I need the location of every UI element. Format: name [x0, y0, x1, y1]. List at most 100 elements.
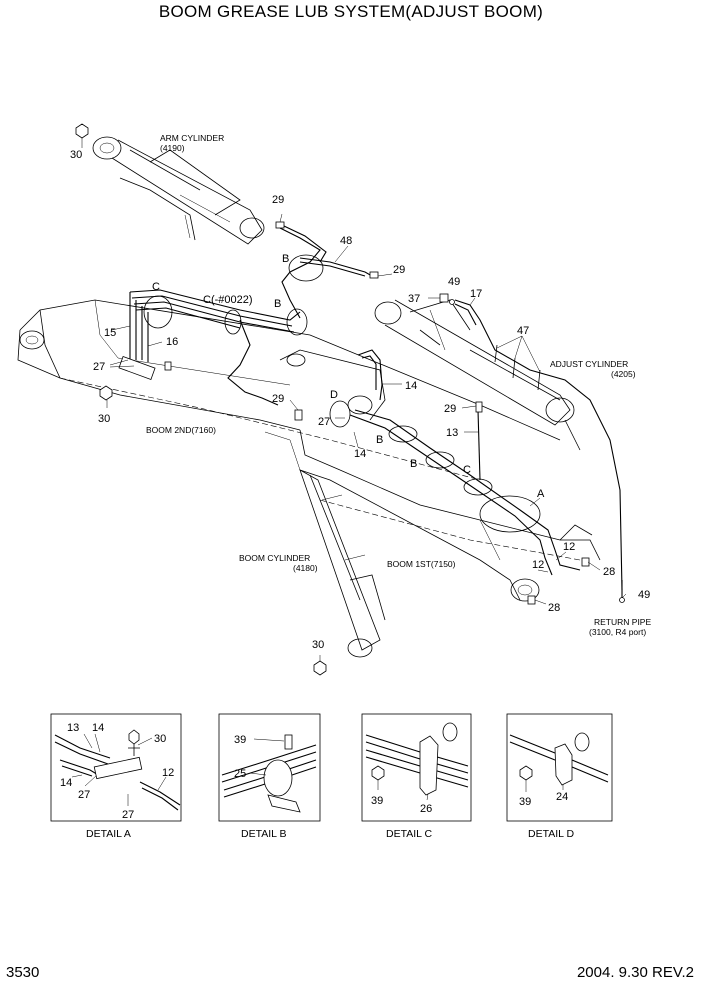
label-47: 47: [517, 325, 529, 337]
detail-d-spacer: [574, 732, 590, 752]
fitting-37: [439, 293, 449, 303]
loop-a: [479, 495, 541, 533]
fitting-49-return: [619, 597, 625, 603]
label-30-bottom: 30: [312, 639, 324, 651]
label-12-lower: 12: [532, 559, 544, 571]
detail-d-24: 24: [556, 791, 568, 803]
detail-d-caption: DETAIL D: [528, 828, 575, 840]
detail-c-bolt: [371, 765, 385, 781]
label-14-center: 14: [354, 448, 366, 460]
boom-cylinder-code: (4180): [293, 563, 318, 573]
detail-c-frame: [361, 713, 472, 822]
page-number: 3530: [6, 964, 40, 981]
serial-note: C(-#0022): [203, 294, 253, 306]
detail-c-bracket: [419, 735, 439, 796]
fitting-49-top: [449, 299, 455, 305]
detail-a-12: 12: [162, 767, 174, 779]
label-27-left: 27: [93, 361, 105, 373]
label-29-boom: 29: [272, 393, 284, 405]
label-30-arm: 30: [70, 149, 82, 161]
label-28-right: 28: [603, 566, 615, 578]
boom-1st-label: BOOM 1ST(7150): [387, 559, 456, 569]
detail-a: 13 14 30 12 14 27 27 DETAIL A: [50, 713, 182, 840]
detail-d-clamp: [554, 743, 573, 786]
loop-d: [329, 400, 351, 428]
detail-a-30: 30: [154, 733, 166, 745]
detail-a-block: [93, 756, 143, 780]
page-title: BOOM GREASE LUB SYSTEM(ADJUST BOOM): [158, 2, 544, 21]
fitting-29-center: [475, 401, 483, 413]
detail-b-bolt: [284, 734, 293, 750]
label-29-center: 29: [444, 403, 456, 415]
marker-b-center2: B: [410, 458, 417, 470]
marker-b-upper: B: [282, 253, 289, 265]
detail-b-caption: DETAIL B: [241, 828, 287, 840]
return-pipe-label: RETURN PIPE: [594, 617, 651, 627]
arm-cylinder-code: (4190): [160, 143, 185, 153]
loop-c-left: [143, 295, 173, 329]
label-17: 17: [470, 288, 482, 300]
clamp-loops: [143, 254, 541, 533]
fitting-28-right: [581, 557, 590, 567]
label-49-return: 49: [638, 589, 650, 601]
detail-a-frame: [50, 713, 182, 822]
boom-2nd-label: BOOM 2ND(7160): [146, 425, 216, 435]
marker-a: A: [537, 488, 545, 500]
detail-b-25: 25: [234, 768, 246, 780]
detail-c: 39 26 DETAIL C: [361, 713, 472, 840]
detail-c-spacer: [442, 722, 458, 742]
detail-b-39: 39: [234, 734, 246, 746]
leader-lines: [81, 138, 627, 661]
label-13: 13: [446, 427, 458, 439]
label-48: 48: [340, 235, 352, 247]
label-49-top: 49: [448, 276, 460, 288]
label-12-upper: 12: [563, 541, 575, 553]
label-29-arm: 29: [272, 194, 284, 206]
detail-d-39: 39: [519, 796, 531, 808]
marker-c-left: C: [152, 281, 160, 293]
arm-cylinder: [92, 136, 265, 245]
detail-d: 39 24 DETAIL D: [506, 713, 613, 840]
label-27-boom: 27: [318, 416, 330, 428]
adjust-cylinder-code: (4205): [611, 369, 636, 379]
detail-d-bolt: [519, 765, 533, 781]
loop-b-center1: [388, 425, 418, 443]
fittings: [75, 123, 625, 676]
detail-a-13: 13: [67, 722, 79, 734]
detail-a-27-bottom: 27: [122, 809, 134, 821]
fitting-block-27: [118, 356, 156, 380]
label-29-adjust: 29: [393, 264, 405, 276]
loop-b-center2: [425, 451, 455, 469]
loop-c-mid: [224, 309, 242, 335]
detail-a-14-left: 14: [60, 777, 72, 789]
marker-b-center1: B: [376, 434, 383, 446]
label-15: 15: [104, 327, 116, 339]
grease-nipple-30-bottom: [313, 660, 327, 676]
marker-b-lower: B: [274, 298, 281, 310]
return-pipe-code: (3100, R4 port): [589, 627, 646, 637]
detail-b-clamp: [263, 759, 293, 797]
loop-b-upper: [288, 254, 324, 282]
detail-a-nipple: [128, 729, 140, 745]
detail-b: 39 25 DETAIL B: [218, 713, 321, 840]
detail-c-39: 39: [371, 795, 383, 807]
revision-date: 2004. 9.30 REV.2: [576, 964, 694, 981]
detail-a-27-left: 27: [78, 789, 90, 801]
boom-cylinder: [299, 469, 386, 658]
grease-nipple-30-left: [99, 385, 113, 401]
detail-c-caption: DETAIL C: [386, 828, 433, 840]
detail-a-14-top: 14: [92, 722, 104, 734]
fitting-29-boom: [294, 409, 303, 421]
fitting-28-bottom: [527, 595, 536, 605]
detail-b-frame: [218, 713, 321, 822]
arm-cylinder-label: ARM CYLINDER: [160, 133, 224, 143]
detail-d-frame: [506, 713, 613, 822]
grease-nipple-30-arm: [75, 123, 89, 139]
marker-c-center: C: [463, 464, 471, 476]
detail-a-caption: DETAIL A: [86, 828, 131, 840]
loop-c-center: [463, 478, 493, 496]
detail-c-26: 26: [420, 803, 432, 815]
fitting-plug: [164, 361, 172, 371]
